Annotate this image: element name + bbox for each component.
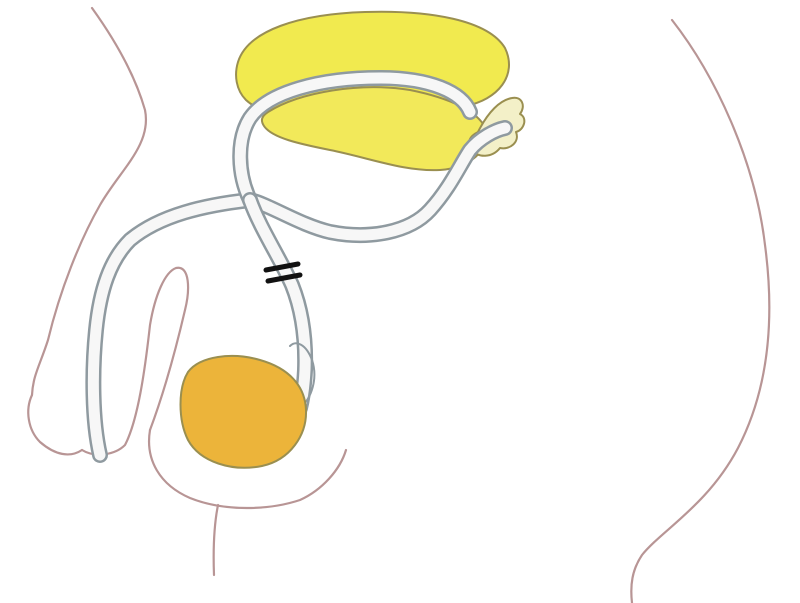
back-buttock-outline xyxy=(631,20,769,603)
penis-tip-outline xyxy=(28,395,82,454)
perineum-line xyxy=(214,505,218,575)
testis xyxy=(181,356,307,468)
